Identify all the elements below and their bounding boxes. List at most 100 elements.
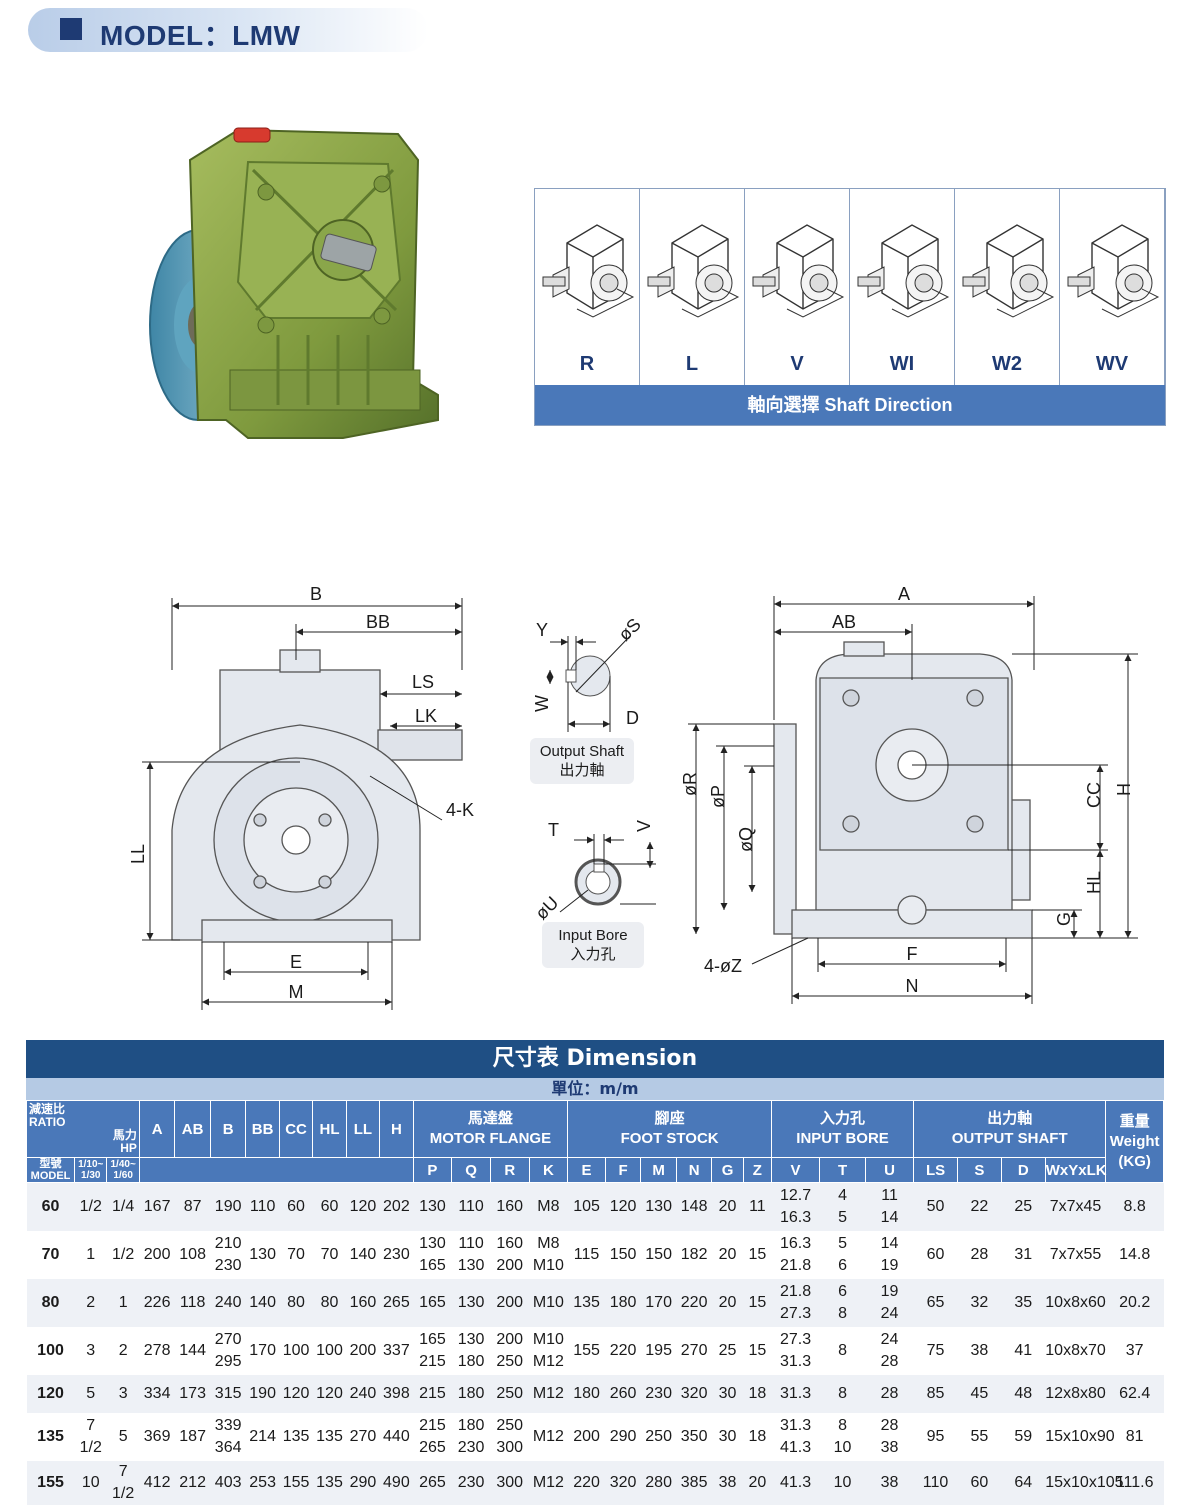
sub-header-z: Z — [742, 1157, 773, 1183]
table-cell: 10 — [819, 1461, 866, 1505]
table-cell: 230 — [379, 1231, 414, 1279]
table-cell: 115 — [567, 1231, 606, 1279]
sub-header-k: K — [528, 1157, 569, 1183]
dim-w-label: W — [532, 695, 552, 712]
table-cell: 120 — [279, 1375, 313, 1413]
col-header-hl: HL — [312, 1100, 347, 1158]
dim-h-label: H — [1114, 783, 1134, 796]
header-square-icon — [60, 18, 82, 40]
col-header-ab: AB — [174, 1100, 211, 1158]
table-cell: 130 — [413, 1182, 452, 1231]
shaft-direction-caption: 軸向選擇 Shaft Direction — [535, 385, 1165, 425]
table-cell: 140 — [245, 1279, 280, 1327]
dim-ls-label: LS — [412, 672, 434, 692]
table-cell: 20 — [711, 1182, 744, 1231]
table-cell: M12 — [529, 1461, 568, 1505]
table-cell: 85 — [913, 1375, 958, 1413]
table-cell: 20 — [743, 1461, 772, 1505]
dim-b-label: B — [310, 584, 322, 604]
table-cell: 130 — [451, 1279, 491, 1327]
dim-y-label: Y — [536, 620, 548, 640]
table-cell: 28 — [957, 1231, 1002, 1279]
dim-ab-label: AB — [832, 612, 856, 632]
table-cell: 120 — [312, 1375, 347, 1413]
table-cell: 320 — [676, 1375, 712, 1413]
model-cell: 120 — [26, 1375, 75, 1413]
sub-header-m: M — [640, 1157, 677, 1183]
table-cell: 320 — [605, 1461, 641, 1505]
table-cell: 110 — [451, 1182, 491, 1231]
table-cell: 212 — [174, 1461, 211, 1505]
table-cell: 3 — [106, 1375, 140, 1413]
dim-v-label: V — [634, 820, 654, 832]
table-cell: 230 — [640, 1375, 677, 1413]
table-cell: 215 — [413, 1375, 452, 1413]
dim-a-label: A — [898, 584, 910, 604]
table-cell: 155 — [279, 1461, 313, 1505]
table-cell: 12x8x80 — [1045, 1375, 1106, 1413]
col-header-bb: BB — [245, 1100, 280, 1158]
table-cell: 300 — [490, 1461, 530, 1505]
table-cell: 65 — [913, 1279, 958, 1327]
table-cell: 180 — [567, 1375, 606, 1413]
dim-4k-label: 4-K — [446, 800, 474, 820]
table-cell: 100 — [279, 1327, 313, 1375]
table-cell: 214 — [245, 1413, 280, 1461]
shaft-option-label: L — [685, 353, 699, 375]
model-cell: 70 — [26, 1231, 75, 1279]
table-cell: 31 — [1001, 1231, 1046, 1279]
table-cell: 150 — [640, 1231, 677, 1279]
ratio1-header: 1/10~1/30 — [74, 1157, 108, 1183]
table-cell: 15x10x105 — [1045, 1461, 1124, 1505]
table-cell: 48 — [1001, 1375, 1046, 1413]
table-cell: 28 — [865, 1375, 914, 1413]
table-cell: 412 — [139, 1461, 175, 1505]
table-cell: 41.3 — [771, 1461, 820, 1505]
table-cell: 250 — [640, 1413, 677, 1461]
table-cell: 15 — [743, 1327, 772, 1375]
table-cell: 18 — [743, 1375, 772, 1413]
col-header-b: B — [209, 1100, 247, 1158]
ratio-label: 減速比 RATIO — [29, 1102, 66, 1129]
table-cell: 195 — [640, 1327, 677, 1375]
table-cell: 385 — [676, 1461, 712, 1505]
sub-header-v: V — [770, 1157, 821, 1183]
table-cell: 7 1/2 — [74, 1413, 107, 1461]
input-bore-detail: T V øU — [531, 820, 656, 922]
dimension-table-unit: 單位：m/m — [26, 1078, 1164, 1100]
sub-header-ls: LS — [913, 1157, 958, 1183]
single-cols-sub-header — [138, 1157, 414, 1183]
table-cell: 7x7x55 — [1045, 1231, 1106, 1279]
gearbox-sketch-icon — [647, 224, 740, 318]
table-cell: 2 — [106, 1327, 140, 1375]
table-cell: 41 — [1001, 1327, 1046, 1375]
model-cell: 80 — [26, 1279, 75, 1327]
table-cell: 87 — [174, 1182, 211, 1231]
table-cell: 144 — [174, 1327, 211, 1375]
table-cell: 160 — [490, 1182, 530, 1231]
table-cell: 15 — [743, 1231, 772, 1279]
table-cell: 75 — [913, 1327, 958, 1375]
shaft-option-v: V — [745, 189, 850, 385]
hp-label: 馬力 HP — [112, 1128, 137, 1155]
table-cell: 200 — [490, 1279, 530, 1327]
gearbox-sketch-icon — [1067, 224, 1160, 318]
table-cell: 3 — [74, 1327, 107, 1375]
table-cell: 490 — [379, 1461, 414, 1505]
table-cell: 135 — [567, 1279, 606, 1327]
table-cell: 135 — [312, 1413, 347, 1461]
input-bore-caption-zh: 入力孔 — [570, 946, 616, 963]
table-cell: 45 — [957, 1375, 1002, 1413]
